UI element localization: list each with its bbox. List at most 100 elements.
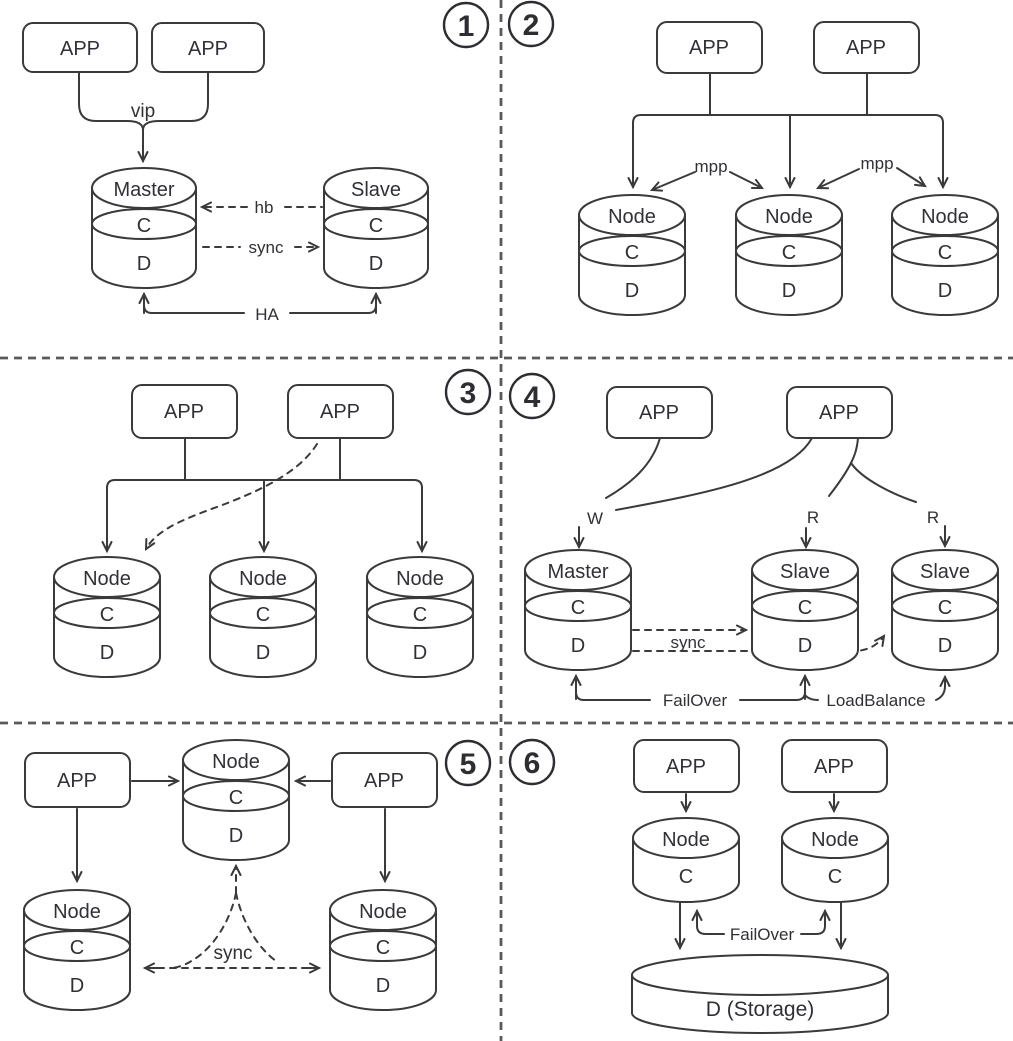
app-label: APP — [846, 37, 886, 59]
node-cylinder: Node C D — [209, 556, 317, 678]
edge-label-sync: sync — [213, 943, 252, 964]
panel-5-badge-circle — [444, 739, 492, 787]
panel-6-badge-circle — [508, 738, 556, 786]
cache-section-label: C — [376, 937, 390, 959]
cylinder-name-label: Master — [547, 561, 608, 583]
edge-label-sync: sync — [671, 633, 706, 652]
panel-5: 5 APP APP Node C D Node C D — [23, 739, 492, 1011]
app-box — [781, 739, 888, 793]
data-section-label: D — [100, 642, 114, 664]
cache-section-label: C — [70, 937, 84, 959]
mpp-arrows-left — [652, 171, 762, 190]
panel-6-badge-number: 6 — [524, 747, 541, 780]
data-section-label: D — [70, 975, 84, 997]
panel-2: 2 APP APP mpp mpp Node C — [507, 0, 999, 316]
bus-connector — [633, 72, 943, 187]
app-box — [24, 752, 131, 808]
vip-funnel-connector — [78, 71, 209, 161]
data-section-label: D — [413, 642, 427, 664]
data-section-label: D — [137, 253, 151, 275]
cache-section-label: C — [938, 597, 952, 619]
node-cylinder: Node C D — [578, 194, 686, 316]
data-section-label: D — [229, 825, 243, 847]
edge-label-read: R — [807, 508, 819, 527]
panel-1: 1 APP APP vip Master C D Slave C D — [22, 1, 490, 324]
app-node-arrows — [686, 793, 834, 811]
panel-2-badge-number: 2 — [523, 9, 540, 42]
panel-3-badge-circle — [444, 368, 492, 416]
data-section-label: D — [369, 253, 383, 275]
failover-dashed-arrow — [146, 443, 318, 549]
cylinder-name-label: Node — [83, 568, 131, 590]
data-section-label: D — [938, 280, 952, 302]
app-node-arrows — [77, 781, 385, 881]
app-box — [786, 386, 893, 439]
cache-section-label: C — [679, 866, 693, 888]
edge-label-ha: HA — [255, 305, 279, 324]
loadbalance-connector — [804, 677, 945, 701]
node-cylinder: Node C D — [735, 194, 843, 316]
node-cylinder: Node C D — [891, 194, 999, 316]
failover-hooks — [697, 911, 825, 935]
cylinder-name-label: Slave — [920, 561, 970, 583]
app-label: APP — [57, 770, 97, 792]
edge-label-hb: hb — [255, 198, 274, 217]
edge-label-loadbalance: LoadBalance — [826, 691, 925, 710]
slave-cylinder: Slave C D — [891, 549, 999, 671]
cylinder-name-label: Node — [53, 901, 101, 923]
panel-6: 6 APP APP Node C Node C FailOv — [508, 738, 889, 1034]
data-section-label: D — [625, 280, 639, 302]
storage-cylinder: D (Storage) — [631, 954, 889, 1034]
cache-section-label: C — [571, 597, 585, 619]
cache-section-label: C — [369, 215, 383, 237]
panel-4-badge-number: 4 — [524, 381, 541, 414]
panel-3-badge-number: 3 — [460, 377, 477, 410]
mpp-arrows-right — [818, 167, 925, 188]
slave-cylinder: Slave C D — [751, 549, 859, 671]
node-cylinder: Node C D — [182, 739, 290, 861]
cylinder-name-label: Node — [359, 901, 407, 923]
app-label: APP — [60, 38, 100, 60]
node-cylinder: Node C D — [53, 556, 161, 678]
cylinder-name-label: Node — [396, 568, 444, 590]
cache-section-label: C — [413, 604, 427, 626]
storage-arrows — [680, 902, 841, 948]
data-section-label: D — [938, 635, 952, 657]
cache-section-label: C — [137, 215, 151, 237]
cylinder-name-label: Node — [921, 206, 969, 228]
node-cylinder: Node C D — [366, 556, 474, 678]
panel-2-badge-circle — [507, 0, 555, 48]
cylinder-name-label: Master — [113, 179, 174, 201]
cylinder-name-label: Slave — [351, 179, 401, 201]
node-cylinder: Node C D — [23, 889, 131, 1011]
cache-section-label: C — [782, 242, 796, 264]
edge-label-failover: FailOver — [730, 925, 795, 944]
panel-1-badge-number: 1 — [458, 10, 475, 43]
write-read-connectors — [579, 437, 945, 547]
cache-section-label: C — [798, 597, 812, 619]
cylinder-name-label: Node — [239, 568, 287, 590]
app-label: APP — [320, 401, 360, 423]
sync-dashed-triangle — [145, 866, 319, 968]
data-section-label: D — [782, 280, 796, 302]
edge-label-vip: vip — [131, 101, 155, 122]
edge-label-failover: FailOver — [663, 691, 728, 710]
app-label: APP — [364, 770, 404, 792]
node-cylinder: Node C — [781, 817, 889, 903]
app-box — [633, 739, 740, 793]
edge-label-write: W — [587, 509, 603, 528]
panel-1-badge-circle — [442, 1, 490, 49]
node-cylinder: Node C D — [329, 889, 437, 1011]
cylinder-name-label: Node — [608, 206, 656, 228]
edge-label-read: R — [927, 508, 939, 527]
panel-4-badge-circle — [508, 372, 556, 420]
cache-section-label: C — [625, 242, 639, 264]
cache-section-label: C — [938, 242, 952, 264]
app-label: APP — [689, 37, 729, 59]
cylinder-name-label: Node — [212, 751, 260, 773]
sync-dashed-arrows — [632, 630, 884, 652]
panel-4: 4 APP APP W R R Master C D — [508, 372, 999, 710]
edge-label-mpp: mpp — [694, 157, 727, 176]
